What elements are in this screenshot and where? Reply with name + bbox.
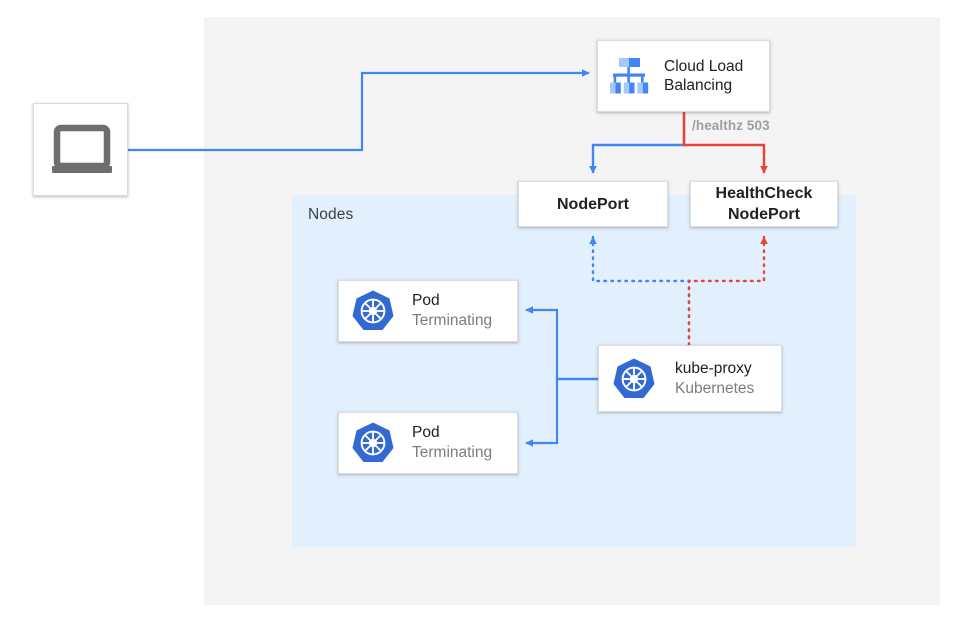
nodeport-label: NodePort bbox=[557, 195, 629, 213]
pod-title-2: Pod bbox=[412, 424, 440, 441]
kubernetes-icon bbox=[350, 420, 396, 466]
client-laptop-card[interactable] bbox=[33, 103, 128, 196]
pod-text-1: Pod Terminating bbox=[412, 286, 512, 336]
cloud-load-balancing-icon bbox=[606, 55, 652, 97]
pod-status-2: Terminating bbox=[412, 444, 493, 461]
nodeport-card[interactable]: NodePort bbox=[518, 181, 668, 227]
pod-text-2: Pod Terminating bbox=[412, 418, 512, 468]
kube-proxy-subtitle: Kubernetes bbox=[675, 380, 755, 397]
laptop-icon bbox=[51, 124, 113, 183]
pod-title-1: Pod bbox=[412, 292, 440, 309]
cloud-load-balancing-title-line1: Cloud Load bbox=[664, 58, 744, 75]
healthz-503-label: /healthz 503 bbox=[692, 118, 770, 133]
cloud-load-balancing-text: Cloud Load Balancing bbox=[664, 45, 768, 107]
pod-status-1: Terminating bbox=[412, 312, 493, 329]
healthcheck-nodeport-card[interactable]: HealthCheck NodePort bbox=[690, 181, 838, 227]
kube-proxy-text: kube-proxy Kubernetes bbox=[675, 353, 785, 405]
healthcheck-nodeport-label: HealthCheck NodePort bbox=[716, 183, 813, 225]
cloud-load-balancing-title-line2: Balancing bbox=[664, 77, 733, 94]
healthcheck-nodeport-label-line1: HealthCheck bbox=[715, 185, 813, 202]
kubernetes-icon bbox=[350, 288, 396, 334]
kubernetes-icon bbox=[611, 356, 657, 402]
healthcheck-nodeport-label-line2: NodePort bbox=[727, 206, 800, 223]
nodes-panel-label: Nodes bbox=[308, 206, 354, 223]
kube-proxy-title: kube-proxy bbox=[675, 360, 752, 377]
